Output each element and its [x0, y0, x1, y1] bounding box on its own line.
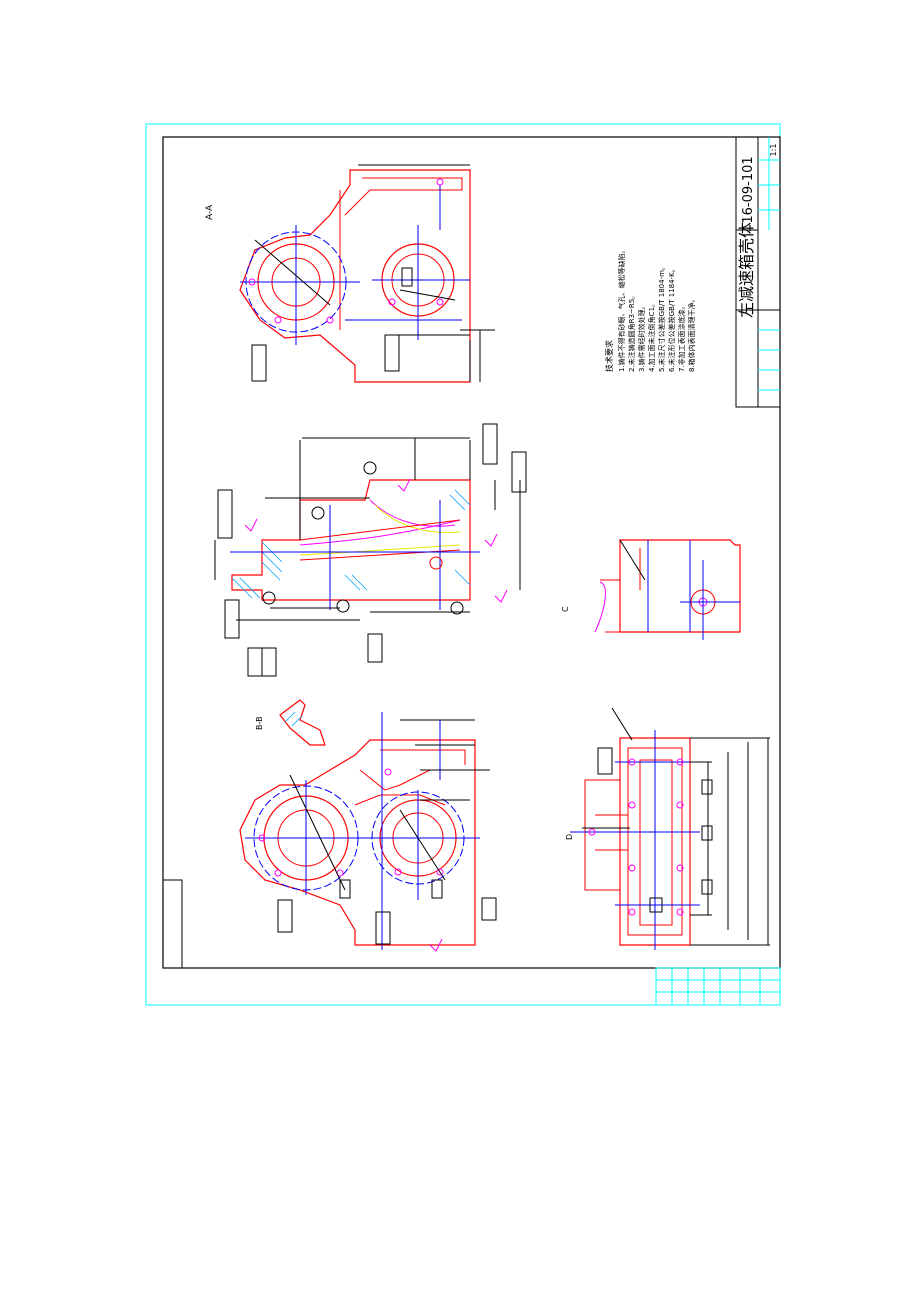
- tech-note-line: 3.铸件需经时效处理。: [637, 302, 646, 372]
- view-front: B-B: [239, 699, 497, 952]
- revision-grid: [655, 967, 781, 1006]
- scale-text: 1:1: [769, 144, 778, 157]
- view-bottom: D: [565, 707, 770, 950]
- view-label-a: A-A: [205, 204, 215, 220]
- sheet-outer-border: [145, 123, 781, 1006]
- tech-note-line: 2.未注铸造圆角R3~R5。: [627, 292, 636, 372]
- title-block: 16-09-101 左减速箱壳体 1:1: [735, 136, 781, 408]
- tech-notes: 技术要求 1.铸件不得有砂眼、气孔、缩松等缺陷。 2.未注铸造圆角R3~R5。 …: [604, 246, 696, 372]
- tech-note-line: 1.铸件不得有砂眼、气孔、缩松等缺陷。: [617, 246, 626, 372]
- drawing-frame: [162, 136, 781, 969]
- view-section: C: [214, 423, 570, 677]
- tech-note-line: 4.加工面未注倒角C1。: [647, 300, 656, 372]
- tech-note-line: 6.未注形位公差按GB/T 1184-K。: [667, 265, 676, 372]
- tech-notes-heading: 技术要求: [604, 340, 614, 372]
- view-label-c: C: [561, 606, 570, 612]
- view-top: A-A: [205, 164, 495, 383]
- tech-note-line: 7.非加工表面涂底漆。: [677, 302, 686, 372]
- view-label-b: B-B: [255, 716, 264, 730]
- tech-note-line: 8.箱体内表面清理干净。: [687, 295, 696, 372]
- tech-note-line: 5.未注尺寸公差按GB/T 1804-m。: [657, 263, 666, 372]
- view-right: [594, 539, 741, 640]
- drawing-number: 16-09-101: [741, 156, 756, 223]
- view-label-d: D: [565, 834, 574, 840]
- part-name: 左减速箱壳体: [737, 222, 756, 318]
- corner-box: [162, 879, 183, 969]
